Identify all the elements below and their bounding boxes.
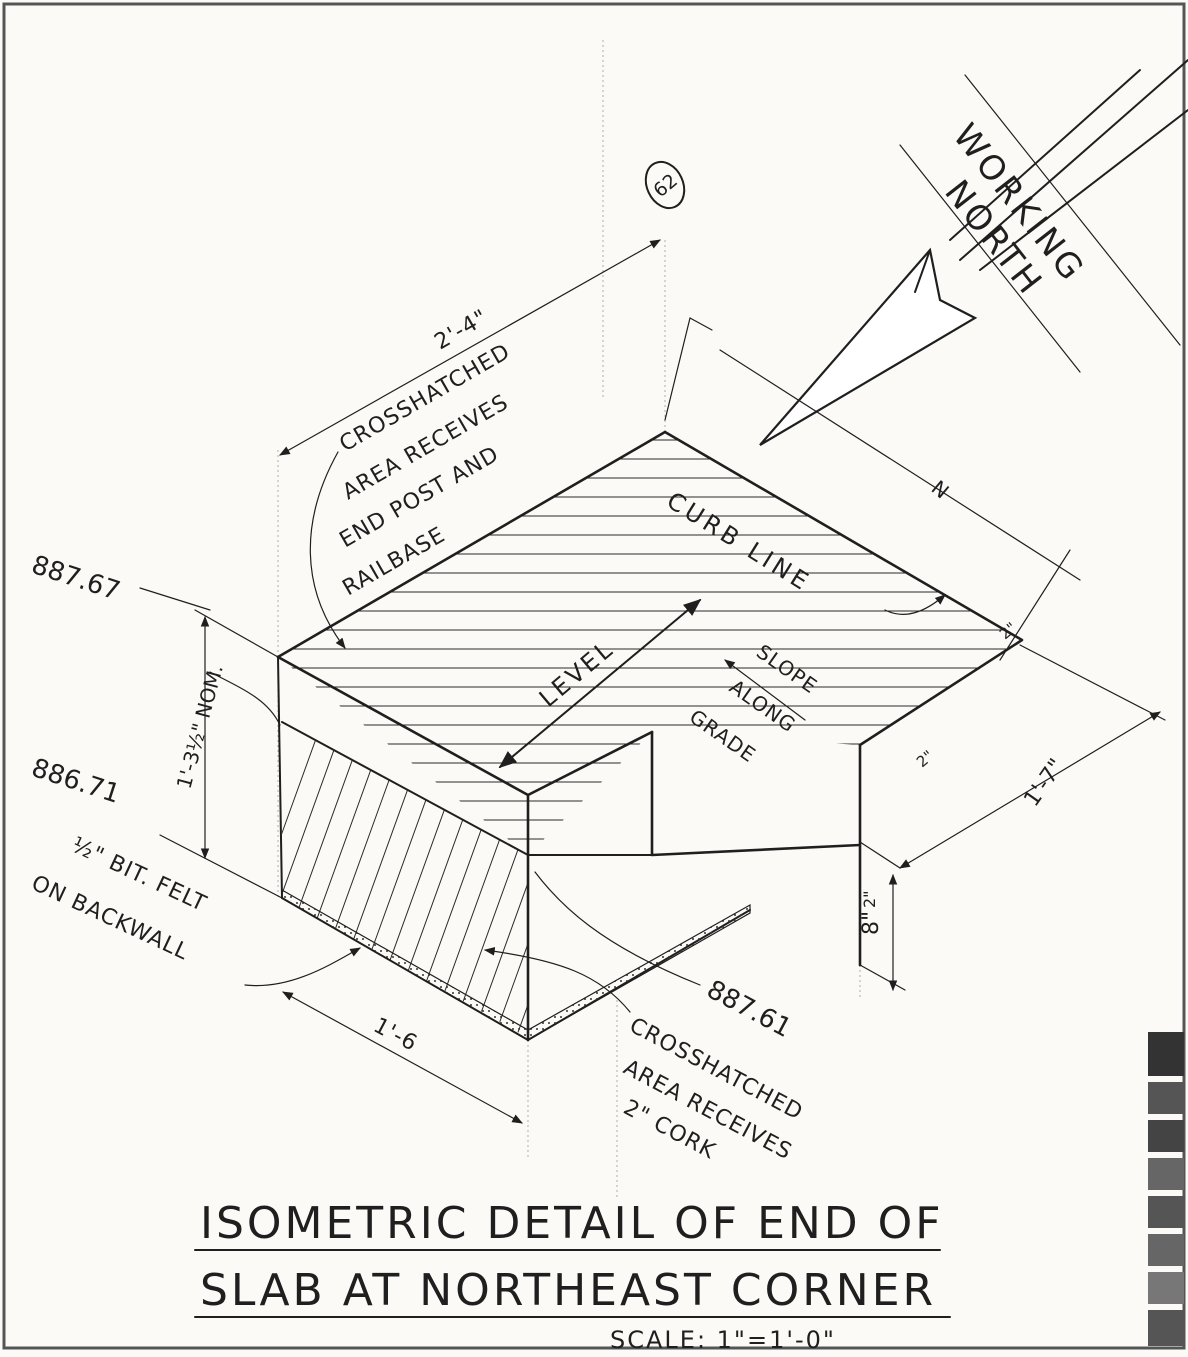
north-arrow: WORKING NORTH [759, 59, 1188, 446]
top-surface-hatching [278, 439, 1022, 840]
crosshatch-line [331, 722, 463, 1038]
bottom-crosshatch-note: 887.61 CROSSHATCHED AREA RECEIVES 2" COR… [483, 871, 807, 1165]
dim-2-side-text: 2" [860, 890, 879, 908]
slope-line-3: GRADE [685, 704, 760, 767]
dim-1-7-text: 1'-7" [1019, 754, 1069, 811]
crosshatch-line [353, 722, 485, 1038]
dimension-8: 8" 2" [859, 873, 906, 992]
level-text: LEVEL [534, 634, 620, 712]
crosshatch-line [397, 722, 528, 1038]
title-line-2: SLAB AT NORTHEAST CORNER [200, 1265, 936, 1316]
level-arrow: LEVEL [498, 598, 702, 769]
elev-887-61: 887.61 [702, 975, 796, 1044]
top-crosshatch-note: CROSSHATCHED AREA RECEIVES END POST AND … [309, 339, 515, 649]
crosshatch-line [485, 722, 528, 1038]
dim-1-3-5: 1'-3½" NOM. [172, 662, 228, 791]
elev-886-71: 886.71 [28, 753, 124, 810]
dim-2-4-text: 2'-4" [431, 305, 493, 355]
crosshatch-line [596, 700, 726, 1060]
cork-strip [281, 888, 751, 1041]
crosshatch-line [530, 700, 660, 1060]
dimension-1-7: 1'-7" [859, 644, 1166, 869]
dim-2-mid: 2" [913, 747, 937, 771]
edge-tone-strip [1148, 1032, 1184, 1346]
elev-887-67: 887.67 [28, 550, 124, 607]
dim-2-top: 2" [996, 619, 1020, 643]
curb-line-text: CURB LINE [662, 486, 816, 597]
dim-1-6-text: 1'-6 [369, 1013, 421, 1057]
dim-n-text: N [927, 475, 954, 503]
crosshatch-line [309, 722, 441, 1038]
slope-line-1: SLOPE [752, 639, 822, 698]
crosshatch-line [282, 722, 331, 1038]
sheet-number: 62 [649, 170, 682, 202]
crosshatch-line [441, 722, 528, 1038]
title-block: ISOMETRIC DETAIL OF END OF SLAB AT NORTH… [194, 1198, 951, 1354]
crosshatch-line [282, 722, 397, 1038]
left-dimensions: 887.67 1'-3½" NOM. 886.71 [28, 550, 283, 899]
dim-8-text: 8" [859, 911, 884, 935]
slope-note: SLOPE ALONG GRADE [685, 639, 822, 767]
crosshatch-line [574, 700, 704, 1060]
scale-text: SCALE: 1"=1'-0" [610, 1326, 836, 1352]
curb-line-label: CURB LINE [662, 486, 946, 615]
crosshatch-line [282, 722, 353, 1038]
sheet-number-balloon: 62 [644, 160, 686, 210]
title-line-1: ISOMETRIC DETAIL OF END OF [200, 1198, 944, 1249]
